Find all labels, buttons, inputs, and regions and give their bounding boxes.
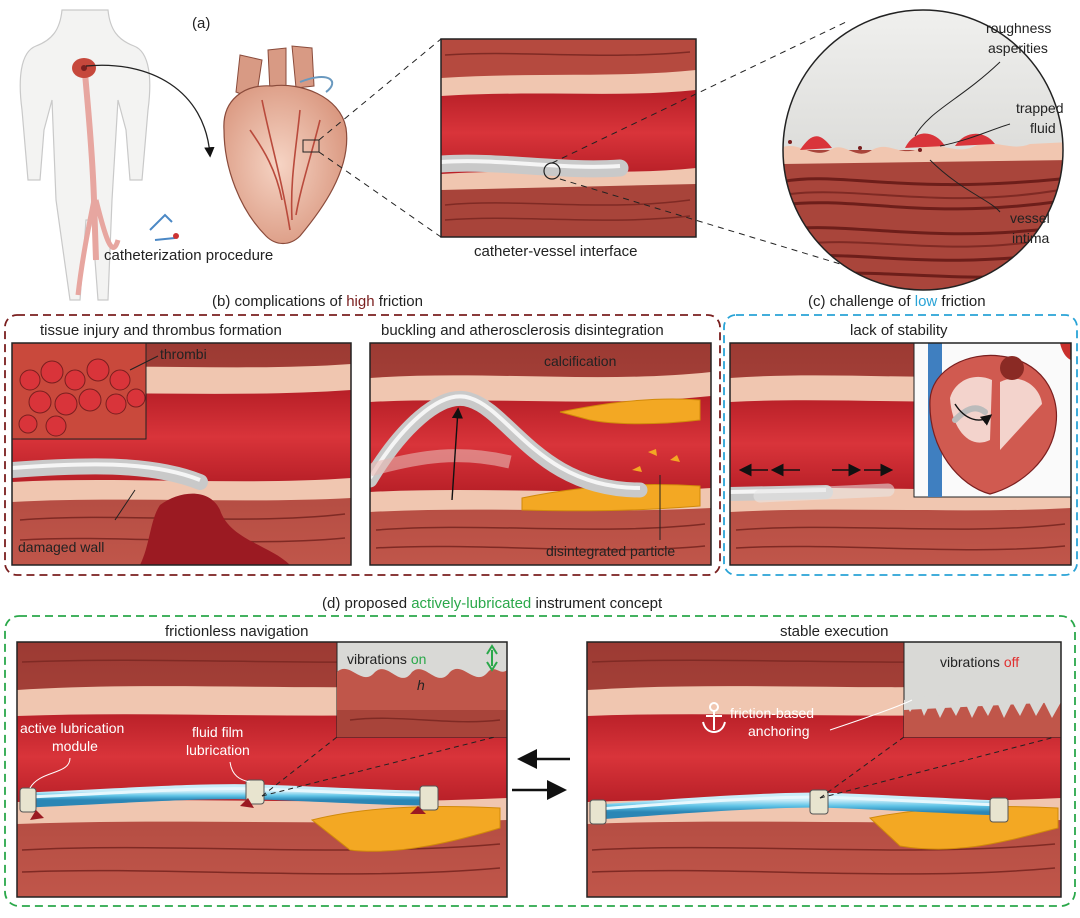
panel-b-highlight: high bbox=[346, 293, 374, 310]
label-asperities: asperities bbox=[988, 40, 1048, 56]
vib-off-label: vibrations off bbox=[940, 654, 1019, 670]
vib-on-state: on bbox=[411, 651, 427, 667]
panel-c: (c) challenge of low friction lack of st… bbox=[723, 293, 1078, 576]
film-thickness-symbol: h bbox=[417, 677, 425, 693]
label-thrombi: thrombi bbox=[160, 346, 207, 362]
catheter-vessel-interface-view bbox=[441, 39, 696, 237]
stable-execution-view bbox=[587, 642, 1061, 897]
d-right-title: stable execution bbox=[780, 623, 888, 640]
label-roughness: roughness bbox=[986, 20, 1051, 36]
anchor-icon bbox=[702, 702, 726, 734]
b1-title: tissue injury and thrombus formation bbox=[40, 322, 282, 339]
caption-interface: catheter-vessel interface bbox=[474, 243, 637, 260]
stability-view bbox=[730, 343, 1071, 565]
vib-off-state: off bbox=[1004, 654, 1019, 670]
label-fluid: fluid bbox=[1030, 120, 1056, 136]
c-title: lack of stability bbox=[850, 322, 948, 339]
label-active-lubrication: active lubrication bbox=[20, 720, 124, 736]
tissue-injury-view bbox=[12, 343, 351, 565]
label-damaged-wall: damaged wall bbox=[18, 539, 104, 555]
label-trapped: trapped bbox=[1016, 100, 1063, 116]
panel-b: (b) complications of high friction tissu… bbox=[4, 293, 721, 576]
panel-d-heading: (d) proposed actively-lubricated instrum… bbox=[322, 595, 663, 612]
panel-c-frame bbox=[723, 314, 1078, 576]
label-fluid-film: fluid film bbox=[192, 724, 243, 740]
body-to-heart-arrow bbox=[85, 64, 215, 158]
label-module: module bbox=[52, 738, 98, 754]
caption-catheterization: catheterization procedure bbox=[104, 247, 273, 264]
panel-d-highlight: actively-lubricated bbox=[411, 595, 531, 612]
panel-c-heading: (c) challenge of low friction bbox=[808, 293, 986, 310]
microscale-zoom-circle bbox=[783, 10, 1063, 290]
panel-b-heading: (b) complications of high friction bbox=[212, 293, 423, 310]
heart-illustration bbox=[223, 45, 348, 245]
label-particle: disintegrated particle bbox=[546, 543, 675, 559]
frictionless-navigation-view bbox=[17, 642, 507, 897]
label-calcification: calcification bbox=[544, 353, 616, 369]
label-lubrication: lubrication bbox=[186, 742, 250, 758]
label-friction-based: friction-based bbox=[730, 705, 814, 721]
buckling-view bbox=[370, 343, 711, 565]
b2-title: buckling and atherosclerosis disintegrat… bbox=[381, 322, 664, 339]
d-left-title: frictionless navigation bbox=[165, 623, 308, 640]
vib-on-label: vibrations on bbox=[347, 651, 426, 667]
human-body-illustration bbox=[19, 9, 179, 301]
panel-a: (a) catheterization procedure bbox=[19, 9, 1064, 301]
label-vessel: vessel bbox=[1010, 210, 1050, 226]
panel-b-frame bbox=[4, 314, 721, 576]
panel-c-highlight: low bbox=[915, 293, 938, 310]
panel-a-tag: (a) bbox=[192, 15, 210, 32]
label-intima: intima bbox=[1012, 230, 1050, 246]
panel-d: (d) proposed actively-lubricated instrum… bbox=[4, 595, 1076, 907]
panel-d-frame bbox=[4, 615, 1076, 907]
label-anchoring: anchoring bbox=[748, 723, 810, 739]
